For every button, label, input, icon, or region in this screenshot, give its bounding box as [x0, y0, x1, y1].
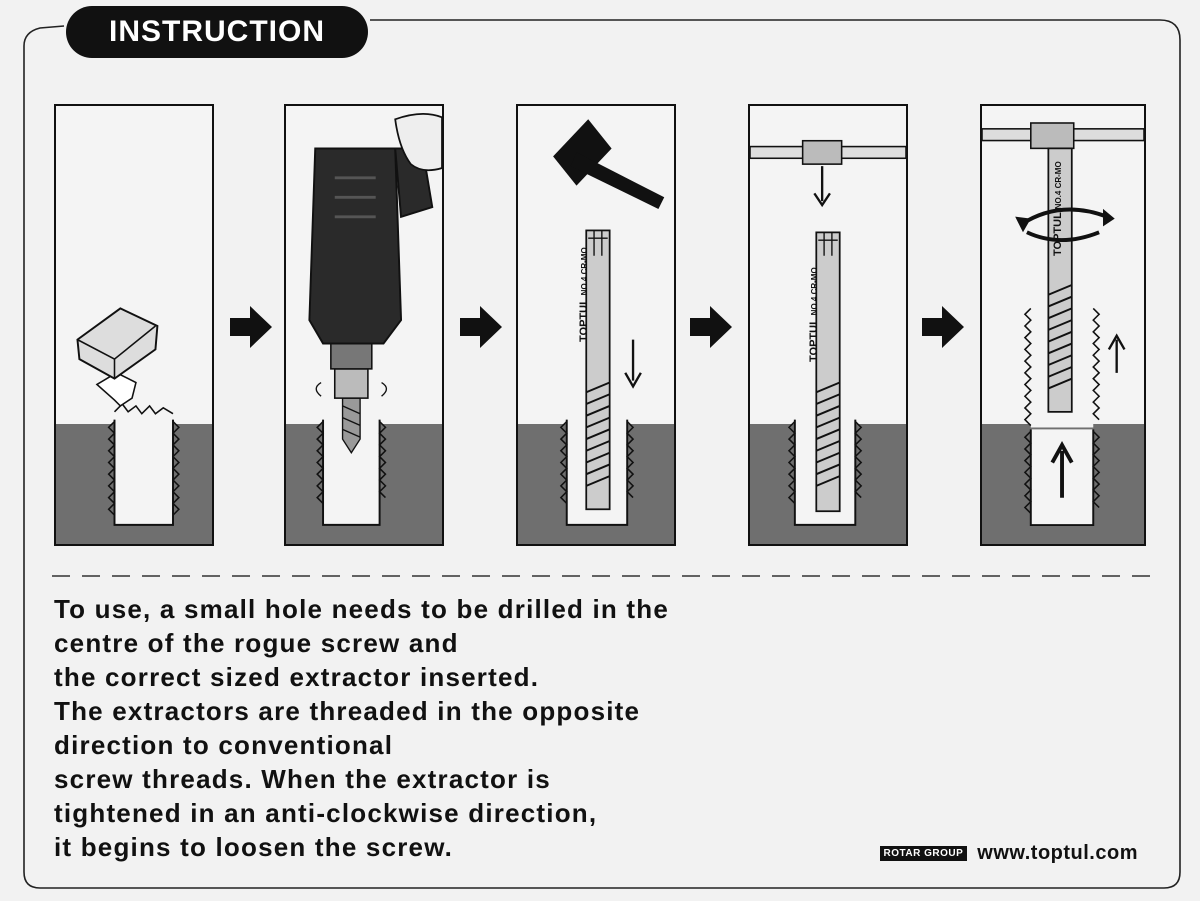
instruction-line: the correct sized extractor inserted.: [54, 662, 540, 692]
instruction-title: INSTRUCTION: [109, 15, 325, 48]
broken-screw-illustration: [76, 307, 180, 526]
instruction-line: it begins to loosen the screw.: [54, 832, 454, 862]
instruction-header: INSTRUCTION: [66, 6, 368, 58]
instruction-line: To use, a small hole needs to be drilled…: [54, 594, 670, 624]
footer: ROTAR GROUP www.toptul.com: [879, 842, 1138, 865]
instruction-line: tightened in an anti-clockwise direction…: [54, 798, 598, 828]
turn-remove-illustration: [982, 122, 1144, 527]
step-panel-attach-tap-wrench: TOPTUL NO.4 CR-MO: [748, 104, 908, 546]
arrow-right-icon: [922, 306, 964, 348]
extractor-marking: NO.4 CR-MO: [1054, 161, 1063, 210]
arrow-right-icon: [460, 306, 502, 348]
instruction-line: direction to conventional: [54, 730, 394, 760]
extractor-label: TOPTUL NO.4 CR-MO: [578, 247, 590, 342]
arrow-right-icon: [230, 306, 272, 348]
extractor-brand: TOPTUL: [808, 318, 820, 362]
instruction-line: screw threads. When the extractor is: [54, 764, 551, 794]
extractor-brand: TOPTUL: [1052, 212, 1064, 256]
instructions-text: To use, a small hole needs to be drilled…: [54, 592, 834, 864]
arrow-right-icon: [690, 306, 732, 348]
step-panel-drill-hole: [284, 104, 444, 546]
extractor-label: TOPTUL NO.4 CR-MO: [1052, 161, 1064, 256]
extractor-marking: NO.4 CR-MO: [580, 247, 589, 296]
extractor-label: TOPTUL NO.4 CR-MO: [808, 267, 820, 362]
instruction-line: The extractors are threaded in the oppos…: [54, 696, 641, 726]
drill-illustration: [308, 113, 442, 526]
rotar-group-logo: ROTAR GROUP: [879, 846, 968, 861]
hammer-illustration: [553, 119, 665, 526]
website-link[interactable]: www.toptul.com: [977, 842, 1138, 864]
extractor-brand: TOPTUL: [578, 298, 590, 342]
tap-wrench-illustration: [750, 139, 906, 526]
extractor-marking: NO.4 CR-MO: [810, 267, 819, 316]
step-panel-broken-screw: [54, 104, 214, 546]
step-panel-turn-and-remove: TOPTUL NO.4 CR-MO: [980, 104, 1146, 546]
step-panel-hammer-in-extractor: TOPTUL NO.4 CR-MO: [516, 104, 676, 546]
instruction-line: centre of the rogue screw and: [54, 628, 459, 658]
